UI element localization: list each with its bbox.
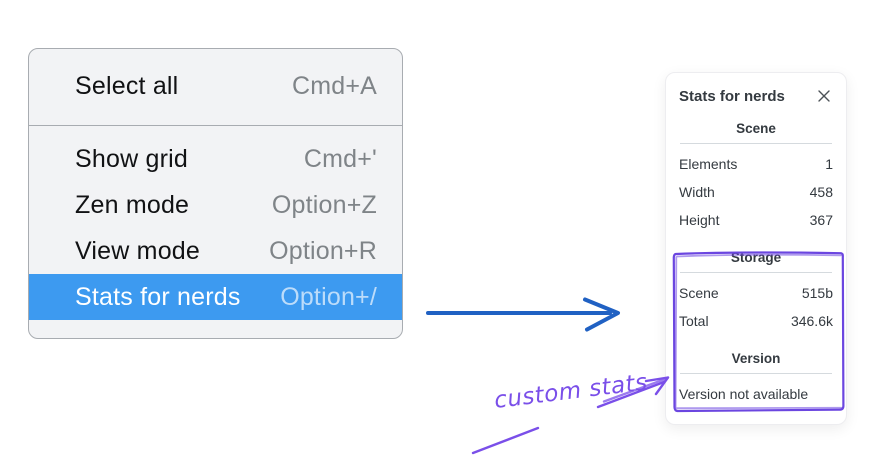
menu-item-select-all[interactable]: Select all Cmd+A <box>29 63 402 109</box>
annotation-custom-stats: custom stats <box>492 369 649 414</box>
stat-label: Width <box>679 184 715 200</box>
stats-panel-header: Stats for nerds <box>679 87 833 105</box>
menu-item-show-grid[interactable]: Show grid Cmd+' <box>29 136 402 182</box>
stat-value: 1 <box>825 156 833 172</box>
section-heading: Version <box>731 351 781 366</box>
menu-divider <box>29 125 402 126</box>
stat-row-scene-size: Scene 515b <box>679 279 833 307</box>
menu-item-shortcut: Option+Z <box>271 190 377 219</box>
menu-item-label: Stats for nerds <box>75 282 241 311</box>
stat-row-elements: Elements 1 <box>679 150 833 178</box>
section-heading: Storage <box>730 250 782 265</box>
stat-label: Total <box>679 313 709 329</box>
stat-label: Elements <box>679 156 738 172</box>
menu-item-view-mode[interactable]: View mode Option+R <box>29 228 402 274</box>
menu-item-label: View mode <box>75 236 201 265</box>
menu-section-top: Select all Cmd+A <box>29 49 402 125</box>
menu-section-bottom: Show grid Cmd+' Zen mode Option+Z View m… <box>29 126 402 338</box>
stats-panel: Stats for nerds Scene Elements 1 Width 4… <box>665 72 847 425</box>
menu-item-shortcut: Cmd+' <box>303 144 377 173</box>
stat-value: 346.6k <box>790 313 833 329</box>
stat-value: 367 <box>809 212 833 228</box>
stats-section-scene: Scene Elements 1 Width 458 Height 367 <box>679 121 833 234</box>
section-divider <box>680 373 832 374</box>
stat-label: Scene <box>679 285 719 301</box>
section-divider <box>680 143 832 144</box>
stat-row-height: Height 367 <box>679 206 833 234</box>
menu-item-label: Select all <box>75 71 179 100</box>
stats-section-version: Version Version not available <box>679 351 833 408</box>
section-heading: Scene <box>736 121 776 136</box>
menu-item-label: Zen mode <box>75 190 190 219</box>
stat-row-width: Width 458 <box>679 178 833 206</box>
stat-value: 515b <box>801 285 833 301</box>
menu-item-shortcut: Option+/ <box>280 282 377 311</box>
blue-arrow <box>426 297 620 332</box>
stat-label: Height <box>679 212 720 228</box>
section-divider <box>680 272 832 273</box>
version-note: Version not available <box>679 386 809 402</box>
stats-section-storage: Storage Scene 515b Total 346.6k <box>679 250 833 335</box>
menu-item-label: Show grid <box>75 144 188 173</box>
menu-item-stats-for-nerds[interactable]: Stats for nerds Option+/ <box>29 274 402 320</box>
stat-value: 458 <box>809 184 833 200</box>
menu-item-shortcut: Cmd+A <box>291 71 377 100</box>
close-icon <box>818 90 830 102</box>
stat-row-total-size: Total 346.6k <box>679 307 833 335</box>
stats-panel-title: Stats for nerds <box>679 87 785 105</box>
context-menu: Select all Cmd+A Show grid Cmd+' Zen mod… <box>28 48 403 339</box>
menu-item-zen-mode[interactable]: Zen mode Option+Z <box>29 182 402 228</box>
menu-item-shortcut: Option+R <box>269 236 377 265</box>
close-button[interactable] <box>815 87 833 105</box>
